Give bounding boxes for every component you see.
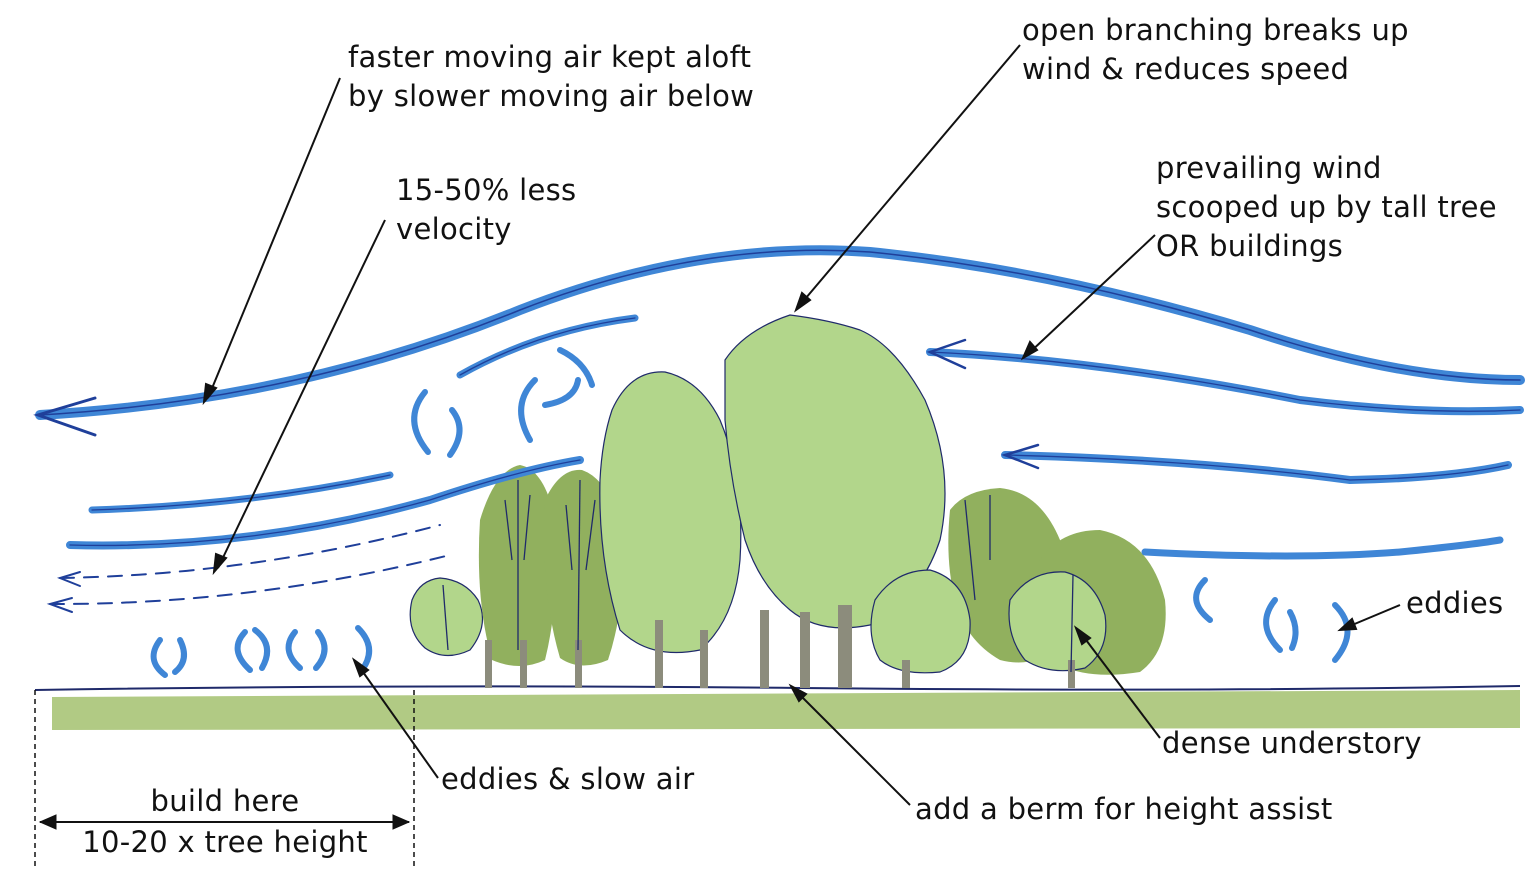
label-eddies-right: eddies (1406, 586, 1504, 620)
tallest-tree (724, 314, 946, 629)
label-eddies-slow-air: eddies & slow air (441, 762, 695, 796)
build-dimension (34, 690, 415, 866)
understory-inner (1008, 571, 1107, 672)
label-berm: add a berm for height assist (915, 792, 1333, 826)
wind-stream-right-1 (926, 348, 1524, 416)
label-prevailing-wind-line3: OR buildings (1156, 229, 1344, 263)
slow-air-dashed-1 (59, 524, 441, 579)
wind-stream-left-1 (88, 471, 394, 514)
label-faster-air-line2: by slower moving air below (348, 79, 755, 113)
leader-arrows (202, 44, 1401, 806)
tree-group (409, 314, 1166, 688)
ground (34, 685, 1521, 730)
eddies (150, 347, 1351, 678)
branch-strokes (442, 479, 1074, 673)
trunks (485, 605, 1075, 688)
label-build-distance: 10-20 x tree height (82, 825, 368, 859)
slow-air-dashed-2 (49, 554, 451, 606)
label-faster-air-line1: faster moving air kept aloft (348, 40, 752, 74)
arrowhead-top (33, 396, 97, 437)
label-faster-air: faster moving air kept aloft by slower m… (348, 38, 754, 116)
label-prevailing-wind-line2: scooped up by tall tree (1156, 190, 1497, 224)
label-open-branching: open branching breaks up wind & reduces … (1022, 11, 1409, 89)
label-prevailing-wind: prevailing wind scooped up by tall tree … (1156, 149, 1497, 266)
label-less-velocity-line2: velocity (396, 212, 512, 246)
label-open-branching-line1: open branching breaks up (1022, 13, 1409, 47)
wind-stream-right-3 (1141, 536, 1504, 560)
label-open-branching-line2: wind & reduces speed (1022, 52, 1350, 86)
label-dense-understory: dense understory (1162, 726, 1422, 760)
label-less-velocity-line1: 15-50% less (396, 173, 577, 207)
small-tree-left (409, 577, 484, 657)
label-prevailing-wind-line1: prevailing wind (1156, 151, 1382, 185)
wind-streams (33, 245, 1525, 613)
label-less-velocity: 15-50% less velocity (396, 171, 576, 249)
tall-tree-middle (599, 371, 742, 654)
label-build-here: build here (150, 784, 300, 818)
low-shrub (870, 569, 971, 674)
